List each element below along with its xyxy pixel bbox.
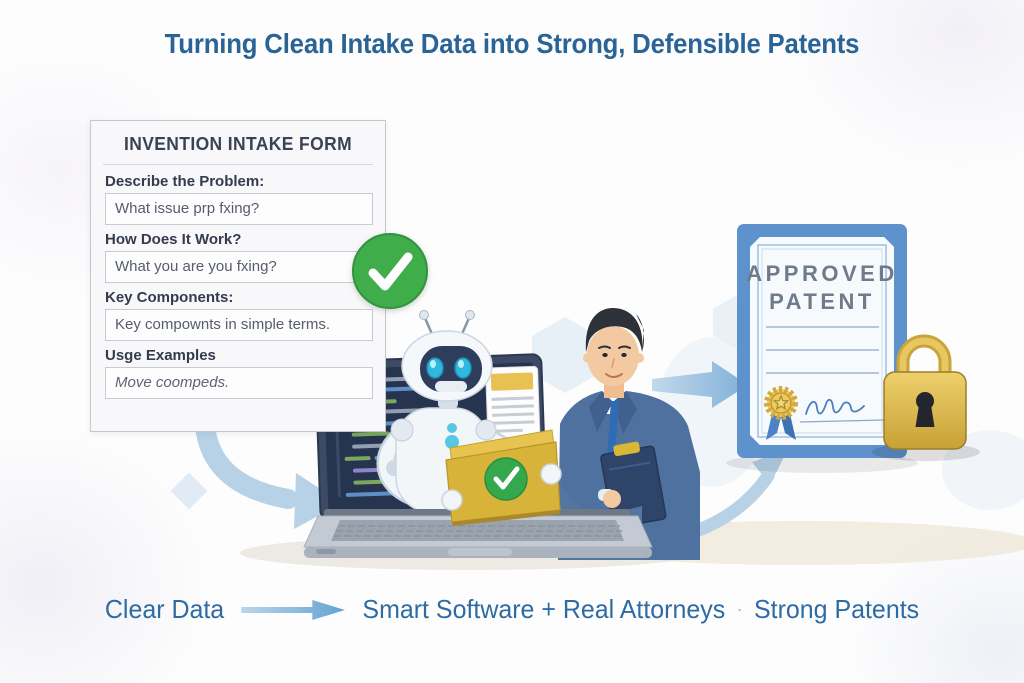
arrow-to-patent-icon	[652, 361, 748, 408]
gold-folder	[441, 429, 562, 526]
check-icon	[484, 457, 528, 501]
caption-row: Clear Data Smart Software + Real Attorne…	[20, 594, 1003, 625]
field-label-problem: Describe the Problem:	[105, 173, 265, 190]
caption-clear-data: Clear Data	[104, 594, 225, 624]
page-title: Turning Clean Intake Data into Strong, D…	[164, 28, 860, 59]
field-input-problem[interactable]: What issue prp fxing?	[105, 193, 373, 225]
laptop-base	[303, 509, 653, 558]
laptop-trackpad	[448, 548, 512, 556]
field-input-key-components[interactable]: Key compownts in simple terms.	[105, 309, 373, 341]
certificate-title-line1: APPROVED	[746, 261, 897, 286]
robot-eyes-icon	[426, 357, 472, 379]
robot-left-hand	[441, 489, 463, 511]
attorney-face	[598, 345, 631, 378]
certificate-title-line2: PATENT	[769, 289, 875, 314]
field-input-usage-examples[interactable]: Move coompeds.	[105, 367, 373, 399]
divider	[103, 164, 373, 165]
keyhole-icon	[915, 392, 935, 427]
field-label-how-it-works: How Does It Work?	[105, 231, 242, 248]
signature-scribble	[799, 398, 885, 423]
robot-right-hand	[540, 463, 562, 485]
check-icon	[351, 232, 429, 310]
field-input-how-it-works[interactable]: What you are you fxing?	[105, 251, 373, 283]
form-title: INVENTION INTAKE FORM	[123, 134, 353, 154]
caption-strong-patents: Strong Patents	[753, 594, 920, 624]
invention-intake-form: INVENTION INTAKE FORM Describe the Probl…	[90, 120, 386, 432]
field-label-usage-examples: Usge Examples	[105, 347, 216, 364]
patent-certificate: APPROVED PATENT	[726, 224, 918, 473]
certificate-text-lines	[766, 326, 879, 374]
seal-ribbon-icon	[764, 386, 798, 440]
robot-antenna-icon	[419, 310, 475, 335]
caption-smart-software: Smart Software + Real Attorneys	[362, 594, 726, 624]
arrow-icon	[241, 599, 346, 620]
caption-separator-dot: ·	[736, 599, 743, 619]
lock-icon	[872, 334, 980, 461]
field-label-key-components: Key Components:	[105, 289, 234, 306]
